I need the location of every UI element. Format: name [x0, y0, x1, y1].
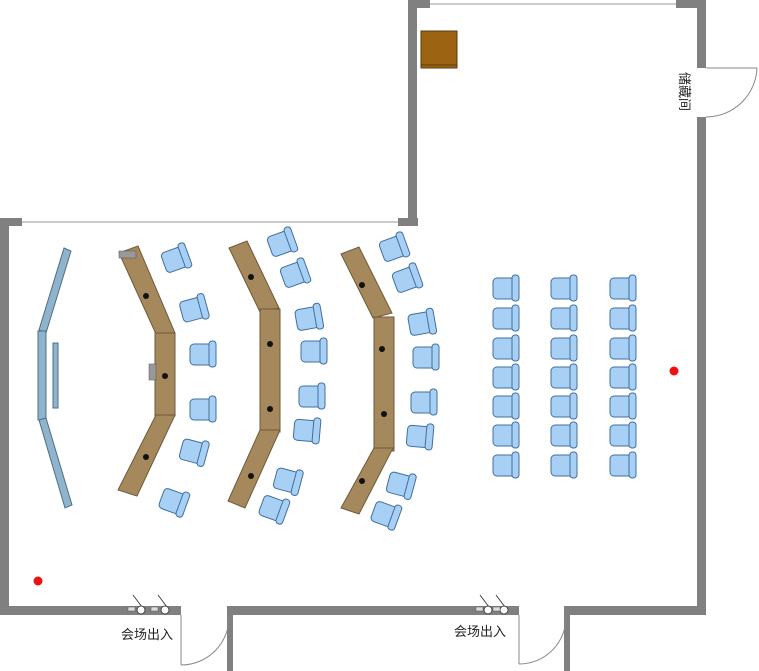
door-jamb — [227, 606, 233, 671]
chair-icon — [550, 304, 578, 332]
chairs-layer — [156, 225, 637, 532]
wall-right — [697, 117, 706, 615]
chair-icon — [550, 451, 578, 479]
chair-icon — [256, 491, 292, 526]
wall-right-top — [697, 0, 706, 68]
chair-icon — [492, 334, 520, 362]
chair-icon — [492, 304, 520, 332]
chair-icon — [189, 340, 217, 368]
sensor-dot-icon — [669, 366, 679, 376]
door-icon — [705, 67, 758, 118]
chair-icon — [492, 421, 520, 449]
wall-bottom — [0, 606, 125, 615]
storage-room-label: 储藏间 — [676, 72, 691, 111]
wall-pillar — [676, 0, 706, 8]
chair-icon — [412, 343, 440, 371]
wall-bottom — [567, 606, 706, 615]
wall-left — [0, 218, 9, 615]
chair-icon — [609, 363, 637, 391]
switch-icon — [475, 594, 509, 615]
chair-icon — [300, 337, 328, 365]
walls — [0, 0, 706, 671]
chair-icon — [376, 230, 412, 265]
desk-row-3 — [340, 246, 395, 515]
chair-icon — [550, 392, 578, 420]
chair-icon — [550, 363, 578, 391]
chair-icon — [177, 434, 211, 468]
chair-icon — [492, 451, 520, 479]
chair-icon — [292, 415, 322, 445]
chair-icon — [177, 292, 211, 326]
door-icon — [180, 614, 230, 666]
projection-screen-icon — [37, 247, 73, 509]
entrance-label-right: 会场出入 — [454, 625, 506, 640]
chair-icon — [264, 225, 300, 260]
chair-icon — [492, 274, 520, 302]
wall-bottom — [230, 606, 475, 615]
chair-icon — [550, 334, 578, 362]
chair-icon — [609, 304, 637, 332]
wall-middle — [408, 0, 417, 226]
chair-icon — [293, 302, 325, 334]
cabinet-icon — [420, 30, 458, 69]
chair-icon — [609, 274, 637, 302]
door-jamb — [564, 606, 570, 671]
chair-icon — [298, 382, 326, 410]
chair-icon — [368, 497, 404, 532]
microphone-dots — [143, 274, 387, 484]
chair-icon — [277, 256, 313, 291]
chair-icon — [189, 395, 217, 423]
chair-icon — [405, 421, 435, 451]
desk-row-2 — [227, 240, 281, 509]
wall-pillar — [0, 218, 22, 226]
chair-icon — [609, 421, 637, 449]
switch-icon — [127, 594, 170, 615]
chair-icon — [156, 484, 192, 519]
chair-icon — [406, 307, 438, 339]
wall-pillar — [408, 0, 430, 8]
chair-icon — [609, 392, 637, 420]
chair-icon — [410, 388, 438, 416]
chair-icon — [158, 241, 194, 276]
desk-device — [118, 250, 137, 259]
entrance-label-left: 会场出入 — [121, 628, 173, 643]
sensor-dot-icon — [33, 576, 43, 586]
chair-icon — [389, 261, 425, 296]
chair-icon — [492, 363, 520, 391]
chair-icon — [609, 451, 637, 479]
chair-icon — [492, 392, 520, 420]
chair-icon — [550, 274, 578, 302]
chair-icon — [384, 467, 418, 501]
chair-icon — [550, 421, 578, 449]
chair-icon — [271, 463, 305, 497]
door-icon — [518, 614, 567, 665]
desk-device — [148, 363, 157, 381]
chair-icon — [609, 334, 637, 362]
